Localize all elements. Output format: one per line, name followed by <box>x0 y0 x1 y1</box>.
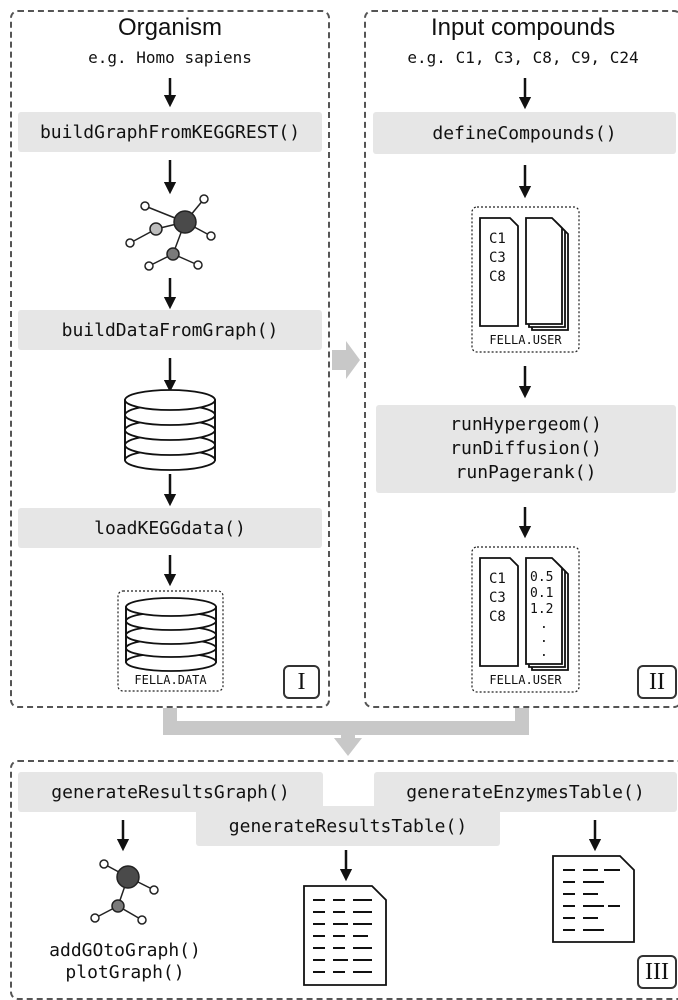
build-graph-function: buildGraphFromKEGGREST() <box>18 112 322 152</box>
enzymes-table-document-icon <box>552 855 635 943</box>
doc2-ellipsis-3: . <box>540 645 548 660</box>
fella-user-label-2: FELLA.USER <box>489 673 562 687</box>
panel1-title: Organism <box>117 14 223 41</box>
panel1-subtitle: e.g. Homo sapiens <box>88 48 252 67</box>
define-compounds-function: defineCompounds() <box>373 112 676 154</box>
fella-data-label: FELLA.DATA <box>134 673 207 687</box>
panel-organism <box>10 10 330 708</box>
doc1-compound-1: C1 <box>489 231 506 247</box>
doc2-ellipsis-1: . <box>540 617 548 632</box>
panel2-subtitle: e.g. C1, C3, C8, C9, C24 <box>407 48 639 67</box>
gray-merge-connector <box>163 708 529 735</box>
compound-document-icon-1 <box>479 217 519 327</box>
panel2-title: Input compounds <box>430 14 616 41</box>
panel2-roman-numeral: II <box>637 665 677 699</box>
fella-user-frame-1 <box>471 206 580 353</box>
enzymes-table-function: generateEnzymesTable() <box>374 772 677 812</box>
stacked-documents-icon-2 <box>525 557 569 671</box>
doc2-compound-2: C3 <box>489 590 506 606</box>
database-icon <box>124 389 216 471</box>
panel-input-compounds <box>364 10 678 708</box>
fella-data-database-icon <box>125 597 217 672</box>
results-graph-function: generateResultsGraph() <box>18 772 323 812</box>
doc2-compound-1: C1 <box>489 571 506 587</box>
doc2-ellipsis-2: . <box>540 631 548 646</box>
run-hypergeom: runHypergeom() <box>450 414 602 435</box>
result-graph-icon <box>90 859 159 925</box>
doc2-score-3: 1.2 <box>530 602 554 617</box>
fella-user-frame-2 <box>471 546 580 693</box>
network-graph-icon <box>125 194 216 271</box>
plot-graph-function: plotGraph() <box>65 962 185 983</box>
panel1-roman-numeral: I <box>283 665 320 699</box>
fella-user-label-1: FELLA.USER <box>489 333 562 347</box>
doc1-compound-3: C8 <box>489 269 506 285</box>
panel3-roman-numeral: III <box>637 955 677 989</box>
results-table-document-icon <box>303 885 387 986</box>
stacked-documents-icon-1 <box>525 217 569 331</box>
run-pagerank: runPagerank() <box>455 462 597 483</box>
doc2-score-1: 0.5 <box>530 570 554 585</box>
flow-arrows-panel3 <box>116 820 602 882</box>
doc2-score-2: 0.1 <box>530 586 554 601</box>
load-data-function: loadKEGGdata() <box>18 508 322 548</box>
build-data-function: buildDataFromGraph() <box>18 310 322 350</box>
results-table-function: generateResultsTable() <box>196 806 500 846</box>
add-go-function: addGOtoGraph() <box>49 940 201 961</box>
compound-document-icon-2 <box>479 557 519 667</box>
doc2-compound-3: C8 <box>489 609 506 625</box>
doc1-compound-2: C3 <box>489 250 506 266</box>
run-methods-function: runHypergeom() runDiffusion() runPageran… <box>376 405 676 493</box>
gray-arrow-down <box>334 738 362 756</box>
run-diffusion: runDiffusion() <box>450 438 602 459</box>
gray-arrow-right <box>332 341 360 379</box>
